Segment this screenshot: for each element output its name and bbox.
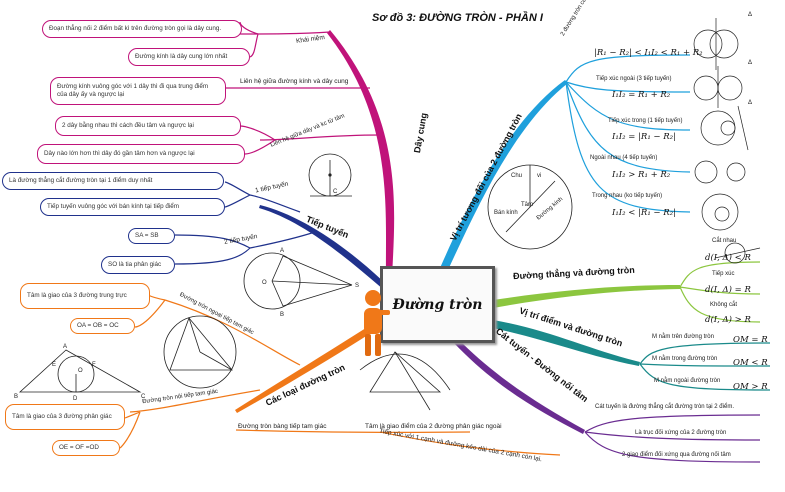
two-tangents-label-b: B (280, 312, 284, 318)
tangent-figure-label-c: C (333, 189, 338, 195)
label-tiep-xuc-dt: Tiếp xúc (712, 271, 735, 277)
label-cat-tuyen-dinh-nghia: Cát tuyến là đường thẳng cắt đường tròn … (595, 404, 734, 410)
circle-label-chu: Chu (511, 173, 523, 179)
formula-m-trong: OM < R (733, 358, 768, 368)
branch-tiep-tuyen (259, 205, 386, 290)
delta-symbol-2: Δ (748, 60, 753, 66)
duong-thang-lines (679, 261, 761, 323)
formula-khong-cat: d(I, Δ) > R (705, 315, 751, 325)
circle-label-tam: Tâm (521, 202, 533, 208)
label-tiep-xuc-ngoai: Tiếp xúc ngoài (3 tiếp tuyến) (596, 76, 672, 82)
incircle-label-d: D (73, 396, 78, 402)
branch-vi-tri-2dt (440, 80, 568, 270)
incircle-label-o: O (78, 368, 83, 374)
box-2-day-bang-nhau: 2 dây bằng nhau thì cách đều tâm và ngượ… (55, 116, 241, 136)
box-tam-phan-giac: Tâm là giao của 3 đường phân giác (5, 404, 125, 430)
box-day-lon-hon: Dây nào lớn hơn thì dây đó gần tâm hơn v… (37, 144, 245, 164)
label-bang-tiep-tam: Tâm là giao điểm của 2 đường phân giác n… (365, 423, 502, 430)
box-tam-trung-truc: Tâm là giao của 3 đường trung trực (20, 283, 150, 309)
branch-duong-thang (493, 285, 680, 308)
branch-day-cung (327, 30, 395, 278)
formula-tiep-xuc-dt: d(I, Δ) = R (705, 285, 751, 295)
page-title: Sơ đồ 3: ĐƯỜNG TRÒN - PHẦN I (372, 12, 543, 24)
day-cung-lines (225, 21, 381, 155)
branch-cac-loai (235, 315, 388, 413)
circle-parts-figure (487, 164, 573, 250)
incircle-figure (18, 349, 142, 393)
label-bang-tiep: Đường tròn bàng tiếp tam giác (238, 423, 327, 430)
label-cat-nhau-dt: Cắt nhau (712, 238, 737, 244)
box-tiep-tuyen-vuong-goc: Tiếp tuyến vuông góc với bán kính tại ti… (40, 198, 225, 216)
formula-tiep-xuc-ngoai: I₁I₂ = R₁ + R₂ (612, 90, 671, 100)
two-tangents-label-s: S (355, 283, 359, 289)
two-tangents-figure (243, 252, 353, 310)
formula-ngoai-nhau: I₁I₂ > R₁ + R₂ (612, 170, 671, 180)
vi-tri-2dt-lines (565, 54, 691, 213)
two-circles-figures (693, 18, 749, 231)
tiep-tuyen-lines (174, 181, 316, 265)
formula-m-tren: OM = R (733, 335, 768, 345)
incircle-label-f: F (92, 362, 96, 368)
vi-tri-diem-lines (639, 342, 771, 391)
label-giao-diem-doi-xung: 2 giao điểm đối xứng qua đường nối tâm (622, 452, 731, 458)
label-khong-cat: Không cắt (710, 302, 738, 308)
box-oe-of-od: OE = OF =OD (52, 440, 120, 456)
incircle-label-a: A (63, 344, 67, 350)
label-m-tren: M nằm trên đường tròn (652, 334, 714, 340)
label-trong-nhau: Trong nhau (ko tiếp tuyến) (592, 193, 663, 199)
formula-cat-nhau-dt: d(I, Δ) < R (705, 253, 751, 263)
box-tiep-tuyen-dinh-nghia: Là đường thẳng cắt đường tròn tại 1 điểm… (2, 172, 224, 190)
label-m-trong: M nằm trong đường tròn (652, 356, 718, 362)
formula-trong-nhau: I₁I₂ < |R₁ − R₂| (612, 208, 676, 218)
excircle-figure (359, 351, 451, 411)
cac-loai-lines (119, 294, 561, 456)
box-day-cung-khai-niem: Đoạn thẳng nối 2 điểm bất kì trên đường … (42, 20, 242, 38)
label-truc-doi-xung: Là trục đối xứng của 2 đường tròn (635, 430, 727, 436)
branch-vi-tri-diem (493, 320, 640, 366)
incircle-label-c: C (141, 394, 146, 400)
box-so-phan-giac: SO là tia phân giác (101, 256, 175, 274)
box-duong-kinh-vuong-goc: Đường kính vuông góc với 1 dây thì đi qu… (50, 77, 226, 105)
circumcircle-figure (163, 315, 237, 389)
tangent-figure (308, 153, 352, 197)
two-tangents-label-a: A (280, 248, 284, 254)
center-title: Đường tròn (392, 296, 483, 313)
box-oa-ob-oc: OA = OB = OC (70, 318, 135, 334)
presenter-figure (364, 290, 390, 356)
delta-symbol-1: Δ (748, 12, 753, 18)
label-lien-he-duong-kinh: Liên hệ giữa đường kính và dây cung (240, 78, 349, 85)
center-board: Đường tròn (380, 266, 495, 343)
delta-symbol-3: Δ (748, 100, 753, 106)
box-duong-kinh-lon-nhat: Đường kính là dây cung lớn nhất (128, 48, 250, 66)
branch-cat-tuyen (454, 343, 585, 434)
formula-cat-nhau-2dt: |R₁ − R₂| < I₁I₂ < R₁ + R₂ (594, 48, 703, 58)
two-tangents-label-o: O (262, 280, 267, 286)
label-m-ngoai: M nằm ngoài đường tròn (654, 378, 721, 384)
line-circle-figures (714, 242, 761, 264)
circle-label-ban-kinh: Bán kính (494, 210, 518, 216)
label-tiep-xuc-trong: Tiếp xúc trong (1 tiếp tuyến) (608, 118, 683, 124)
incircle-label-b: B (14, 394, 18, 400)
cat-tuyen-lines (584, 414, 761, 463)
incircle-label-e: E (52, 362, 56, 368)
formula-m-ngoai: OM > R (733, 382, 768, 392)
circle-label-vi: vi (537, 173, 542, 179)
formula-tiep-xuc-trong: I₁I₂ = |R₁ − R₂| (612, 132, 676, 142)
box-sa-sb: SA = SB (128, 228, 175, 244)
label-ngoai-nhau: Ngoài nhau (4 tiếp tuyến) (590, 155, 658, 161)
